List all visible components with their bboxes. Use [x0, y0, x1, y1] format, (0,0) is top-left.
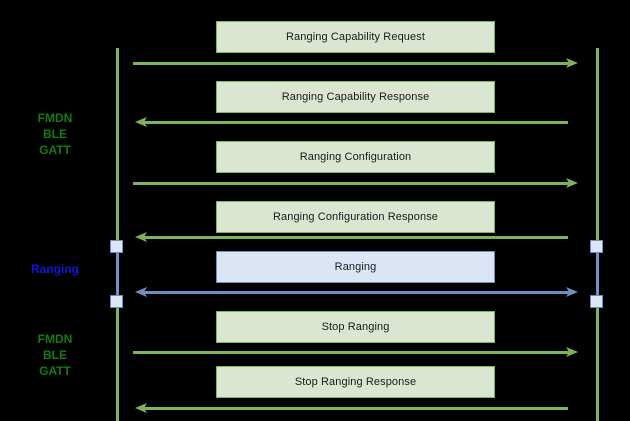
message-arrow-right [133, 177, 578, 189]
activation-end-left [110, 295, 123, 308]
arrowhead-right-icon [566, 346, 578, 358]
message-arrow-right [133, 57, 578, 69]
arrowhead-right-icon [566, 177, 578, 189]
side-label-line: GATT [39, 364, 71, 378]
activation-end-right [590, 295, 603, 308]
arrowhead-left-icon [135, 402, 147, 414]
arrowhead-left-icon [135, 286, 147, 298]
message-arrow-bidirectional [135, 286, 578, 298]
message-box: Ranging [216, 251, 495, 283]
lifeline-left-ranging [116, 246, 119, 298]
message-arrow-right [133, 346, 578, 358]
lifeline-right-ranging [596, 246, 599, 298]
lifeline-right [596, 48, 599, 421]
message-box: Stop Ranging Response [216, 366, 495, 398]
arrowhead-right-icon [566, 286, 578, 298]
activation-start-right [590, 240, 603, 253]
side-label-line: BLE [43, 348, 67, 362]
lifeline-left [116, 48, 119, 421]
side-label-line: GATT [39, 143, 71, 157]
arrowhead-left-icon [135, 231, 147, 243]
side-label-line: BLE [43, 127, 67, 141]
message-arrow-left [135, 402, 568, 414]
message-box: Stop Ranging [216, 311, 495, 343]
message-box: Ranging Capability Request [216, 21, 495, 53]
side-label-phase-3: FMDN BLE GATT [0, 331, 110, 379]
message-box: Ranging Capability Response [216, 81, 495, 113]
side-label-line: FMDN [37, 332, 73, 346]
message-box: Ranging Configuration [216, 141, 495, 173]
side-label-phase-1: FMDN BLE GATT [0, 110, 110, 158]
arrowhead-right-icon [566, 57, 578, 69]
side-label-line: FMDN [37, 111, 73, 125]
activation-start-left [110, 240, 123, 253]
arrowhead-left-icon [135, 116, 147, 128]
message-arrow-left [135, 231, 568, 243]
side-label-phase-2: Ranging [0, 261, 110, 277]
message-box: Ranging Configuration Response [216, 201, 495, 233]
message-arrow-left [135, 116, 568, 128]
side-label-line: Ranging [31, 262, 79, 276]
